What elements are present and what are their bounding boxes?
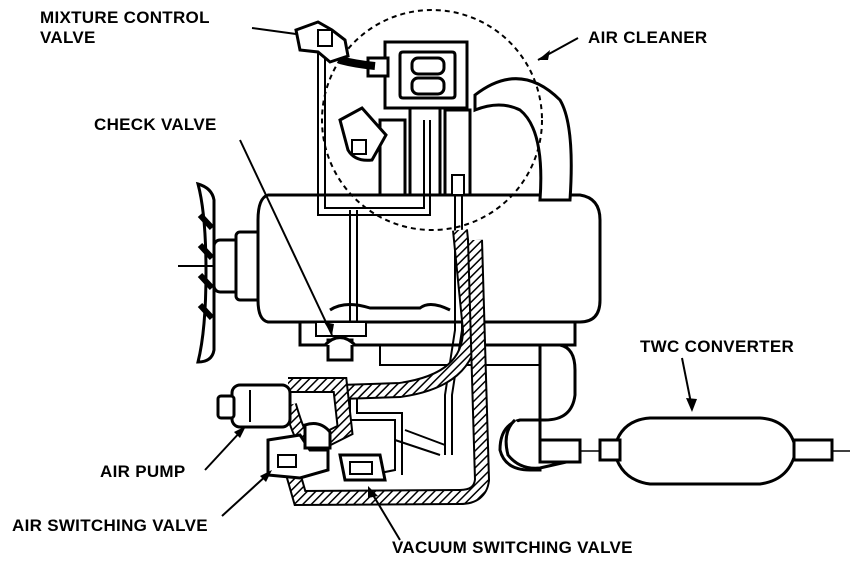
twc-converter-label: TWC CONVERTER	[640, 337, 795, 356]
air-switching-valve-label: AIR SWITCHING VALVE	[12, 516, 208, 535]
engine-block	[256, 193, 602, 366]
mixture-control-valve-label-line2: VALVE	[40, 28, 96, 47]
leader-lines	[204, 27, 697, 541]
cooling-fan	[178, 181, 268, 364]
air-switching-valve-part	[266, 422, 332, 480]
exhaust-manifold	[470, 343, 615, 472]
vacuum-switching-valve-label: VACUUM SWITCHING VALVE	[392, 538, 633, 557]
mixture-control-valve-part	[294, 20, 350, 64]
intake-manifold	[378, 77, 573, 202]
twc-converter-part	[598, 416, 850, 486]
air-cleaner-label: AIR CLEANER	[588, 28, 708, 47]
engine-fitting	[338, 106, 388, 162]
mixture-control-valve-label: MIXTURE CONTROL	[40, 8, 210, 27]
air-pump-label: AIR PUMP	[100, 462, 186, 481]
check-valve-label: CHECK VALVE	[94, 115, 217, 134]
vacuum-switching-valve-part	[338, 453, 387, 482]
air-cleaner-outline	[321, 9, 543, 231]
air-hoses	[283, 56, 491, 507]
carburetor	[366, 40, 469, 110]
air-pump-part	[216, 383, 292, 429]
